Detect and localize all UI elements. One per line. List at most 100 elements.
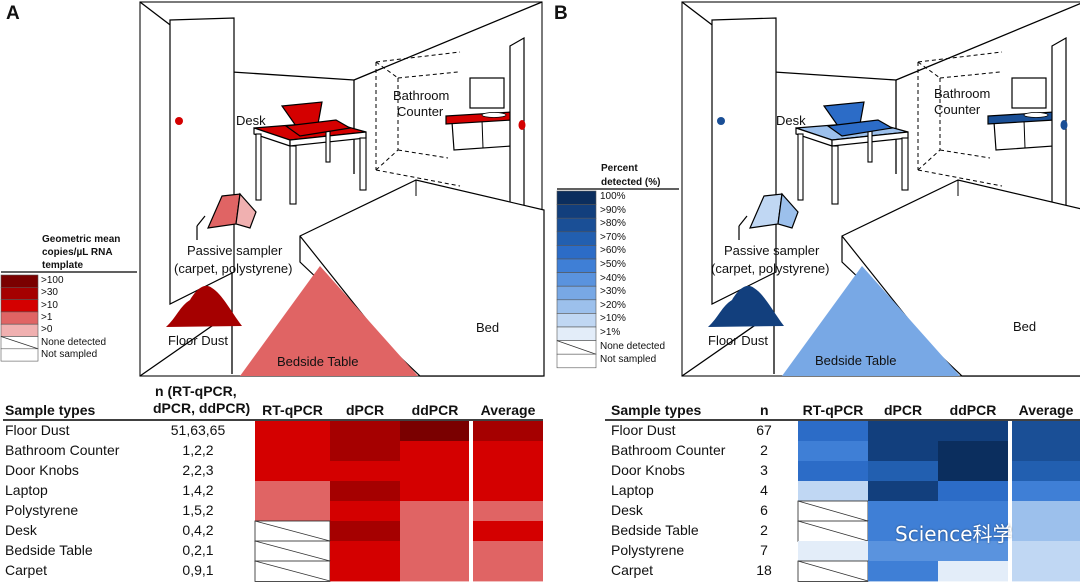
panel_a-row-3-sample: Laptop: [5, 482, 48, 498]
panel_b-row-1-n: 2: [760, 442, 768, 458]
panel_a-legend-label-2: >10: [41, 299, 58, 311]
panel_b-cell-none-stroke: [797, 500, 869, 522]
panel-b-legend-title-1: Percent: [601, 163, 638, 174]
panel-a-laptop-base: [284, 119, 352, 137]
panel_b-legend-label-7: >30%: [600, 286, 626, 298]
panel-a-letter: A: [6, 3, 20, 24]
panel-a-legend-swatches: [0, 271, 137, 362]
panel_b-legend-swatch-12: [556, 353, 597, 369]
panel_b-legend-label-1: >90%: [600, 204, 626, 216]
panel_b-legend-swatch-9: [556, 313, 597, 328]
panel-b-sampler-label-2: (carpet, polystyrene): [711, 261, 830, 276]
panel-b-door-knob-left: [717, 117, 725, 125]
panel_a-cell-r3-c1: [330, 481, 400, 502]
panel_a-legend-label-3: >1: [41, 311, 53, 323]
panel_b-cell-r1-c2: [938, 441, 1008, 462]
panel_a-legend-swatch-3: [0, 311, 39, 325]
panel_a-cell-r1-c1: [330, 441, 400, 462]
panel_a-row-0-n: 51,63,65: [170, 422, 226, 438]
panel_b-cell-r3-c1: [868, 481, 938, 502]
panel_a-cell-none-stroke: [254, 520, 331, 542]
panel_b-cell-r5-c2: [938, 521, 1008, 542]
panel_a-row-2-sample: Door Knobs: [5, 462, 79, 478]
panel_a-cell-r2-c1: [330, 461, 400, 482]
panel_b-cell-r2-c1: [868, 461, 938, 482]
panel-b-bathroom-label-2: Counter: [934, 102, 981, 117]
panel-a-floor-dust-pile: [166, 285, 242, 327]
panel_b-cell-r2-c3: [1012, 461, 1080, 482]
panel_b-legend-swatch-5: [556, 258, 597, 273]
panel_b-cell-r5-c1: [868, 521, 938, 542]
panel-b-sampler-callout: [738, 215, 748, 227]
panel_b-cell-r4-c1: [868, 501, 938, 522]
panel-a-sink: [481, 112, 507, 118]
panel_b-row-5-sample: Bedside Table: [611, 522, 699, 538]
panel-b-sink: [1023, 112, 1049, 118]
panel_b-row-2-sample: Door Knobs: [611, 462, 685, 478]
panel_a-cell-r0-c1: [330, 421, 400, 442]
panel-a-bathroom-label-2: Counter: [397, 104, 444, 119]
panel_a-row-6-n: 0,2,1: [182, 542, 214, 558]
panel_b-legend-label-6: >40%: [600, 272, 626, 284]
panel_a-cell-r2-c2: [400, 461, 470, 482]
panel-a-desk-label: Desk: [236, 113, 266, 128]
panel-a-sampler-label-2: (carpet, polystyrene): [174, 261, 293, 276]
panel_a-cell-r0-c0: [255, 421, 330, 442]
panel_b-cell-r3-c0: [798, 481, 868, 502]
panel-a-vanity-door-line: [481, 119, 484, 149]
panel-b-ceiling-back-edge: [773, 71, 897, 81]
panel-b-bathroom-dashed: [939, 149, 991, 159]
panel_a-cell-r4-c3: [473, 501, 543, 522]
panel_b-col-header-1: dPCR: [883, 402, 923, 418]
panel_a-cell-r3-c3: [473, 481, 543, 502]
panel_b-legend-label-8: >20%: [600, 299, 626, 311]
panel-a-bathroom-dashed: [375, 149, 399, 171]
panel_a-legend-swatch-1: [0, 286, 39, 300]
panel_b-cell-r5-c3: [1012, 521, 1080, 542]
panel_b-row-6-n: 7: [760, 542, 768, 558]
panel-b-bedside-label: Bedside Table: [815, 353, 897, 368]
panel_a-row-7-n: 0,9,1: [182, 562, 214, 578]
panel_b-legend-label-5: >50%: [600, 259, 626, 270]
panel-a-bedside-label: Bedside Table: [277, 354, 359, 369]
panel_a-col-header-0: RT-qPCR: [262, 402, 323, 418]
panel_a-legend-label-4: >0: [41, 324, 53, 336]
panel_b-cell-r7-c3: [1012, 561, 1080, 582]
panel-a-n-header-2: dPCR, ddPCR): [153, 400, 251, 416]
panel_a-row-0-sample: Floor Dust: [5, 422, 70, 438]
panel-b-room-illustration: [681, 1, 1080, 377]
panel_b-row-7-n: 18: [756, 562, 772, 578]
panel_a-cell-r3-c2: [400, 481, 470, 502]
panel_a-cell-r2-c0: [255, 461, 330, 482]
panel_a-cell-r0-c2: [400, 421, 470, 442]
panel-b-desk-leg: [867, 129, 873, 163]
panel_b-cell-none-stroke: [797, 520, 869, 542]
panel-b-bathroom-dashed: [917, 149, 941, 171]
panel-b-door: [711, 17, 777, 305]
panel_b-row-7-sample: Carpet: [611, 562, 654, 578]
panel_b-legend-swatch-6: [556, 272, 597, 287]
panel_b-legend-label-10: >1%: [600, 327, 621, 338]
panel-a-passive-sampler-polystyrene: [235, 192, 257, 229]
panel-a-desk-leg: [325, 129, 331, 163]
panel_a-legend-swatch-4: [0, 323, 39, 337]
panel-a-desk-leg: [255, 133, 262, 201]
panel-a-legend-title-3: template: [42, 260, 84, 271]
panel_a-cell-none-stroke: [254, 560, 331, 582]
panel_a-cell-r6-c3: [473, 541, 543, 562]
panel-b-bathroom-dashed: [917, 61, 941, 79]
panel-a-floor-dust-label: Floor Dust: [168, 333, 228, 348]
panel-b-desk-leg: [831, 145, 839, 205]
panel-a-door-knob-left: [175, 117, 183, 125]
panel_b-legend-swatch-10: [556, 326, 597, 341]
panel-b-legend-swatches: [556, 188, 679, 369]
panel-a-bed-label: Bed: [476, 320, 500, 335]
panel_a-cell-r0-c3: [473, 421, 543, 442]
panel_b-col-header-2: ddPCR: [949, 402, 997, 418]
panel_b-col-header-3: Average: [1018, 402, 1074, 418]
panel_b-cell-r7-c1: [868, 561, 938, 582]
panel_b-cell-r0-c3: [1012, 421, 1080, 442]
panel_b-legend-label-11: None detected: [600, 340, 666, 352]
panel_a-legend-swatch-2: [0, 299, 39, 313]
